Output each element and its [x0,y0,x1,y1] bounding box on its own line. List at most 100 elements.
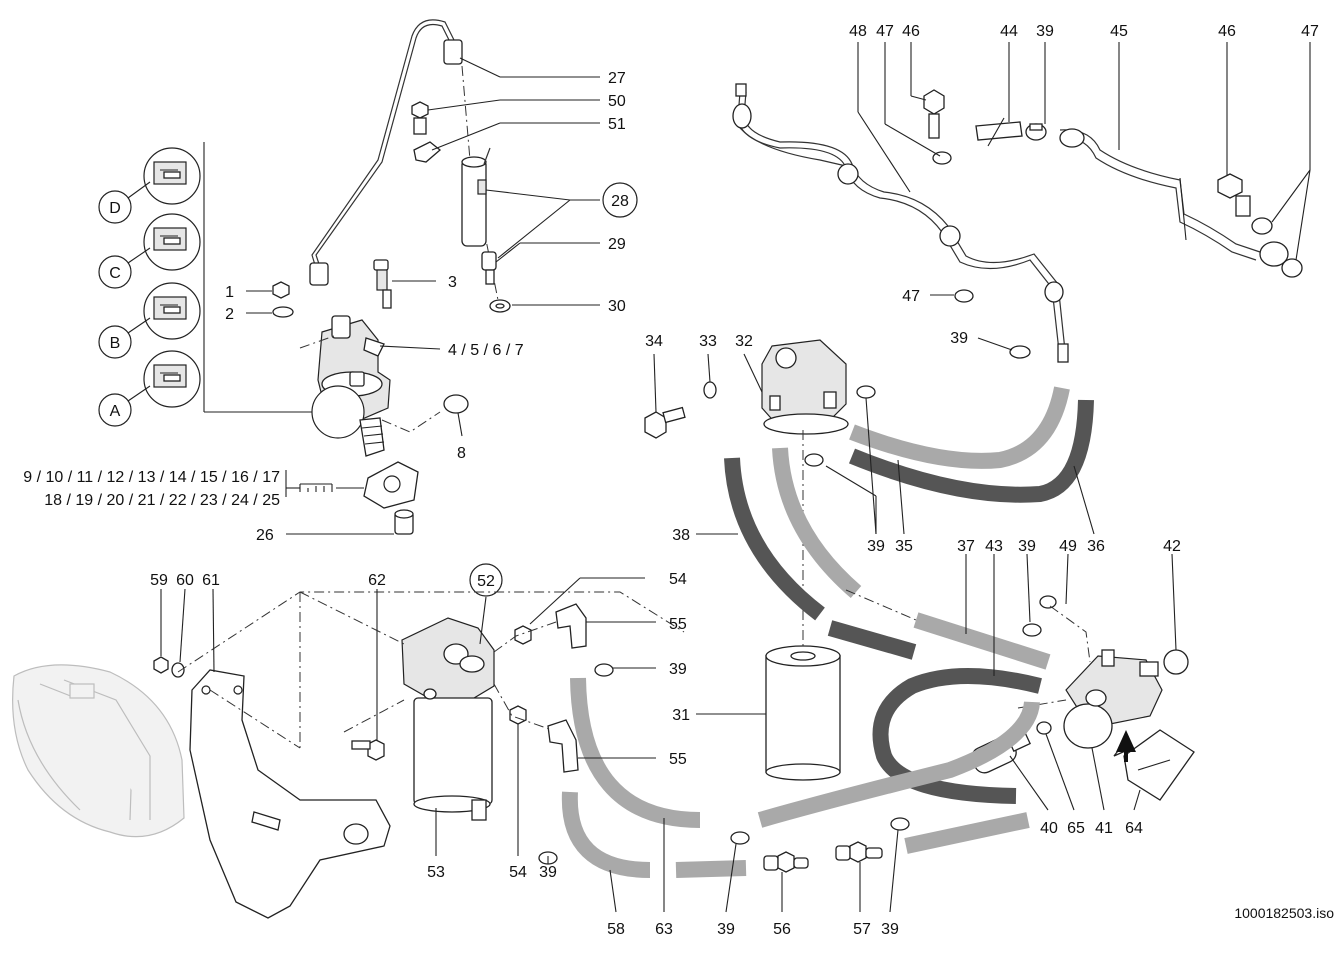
label-63: 63 [655,921,673,938]
label-36: 36 [1087,538,1105,555]
part-43-hose [872,668,1042,804]
part-54-union [509,625,532,725]
part-37-hose [913,612,1051,670]
part-46-banjo-bolt-a [923,89,945,139]
label-35: 35 [895,538,913,555]
detail-letter-d: D [109,200,121,217]
label-39-h: 39 [881,921,899,938]
part-8-o-ring [443,394,469,414]
part-28-circle [602,182,638,218]
label-56: 56 [773,921,791,938]
label-34: 34 [645,333,663,350]
label-3: 3 [448,274,457,291]
label-4-5-6-7: 4 / 5 / 6 / 7 [448,342,524,359]
high-pressure-pipe [309,19,463,286]
label-40: 40 [1040,820,1058,837]
part-63-hose [570,677,1040,828]
label-39-b: 39 [950,330,968,347]
part-51-clamp [413,141,442,163]
part-39-clip-d [1022,623,1042,637]
label-47-b: 47 [1301,23,1319,40]
part-2-washer [272,306,294,318]
part-47-washer-c [954,289,974,303]
part-52-circle [469,563,503,597]
label-59: 59 [150,572,168,589]
label-64: 64 [1125,820,1143,837]
label-58: 58 [607,921,625,938]
part-65-washer [1036,721,1052,735]
label-43: 43 [985,538,1003,555]
label-39-a: 39 [1036,23,1054,40]
part-50-bolt [411,101,429,135]
part-61-bracket [189,669,391,919]
leader-lines-left [246,57,600,535]
part-57-connector [835,841,883,863]
part-36-hose [848,399,1094,503]
label-42: 42 [1163,538,1181,555]
label-2: 2 [225,306,234,323]
part-34-bolt [644,406,686,439]
label-48: 48 [849,23,867,40]
label-39-f: 39 [539,864,557,881]
label-47-a: 47 [876,23,894,40]
part-49-clip [1039,595,1057,609]
label-41: 41 [1095,820,1113,837]
part-38b-hose [772,447,862,599]
part-45-pipe [1059,128,1261,261]
label-31: 31 [672,707,690,724]
label-8: 8 [457,445,466,462]
part-shim-gasket [363,461,419,509]
part-1-nut [272,281,290,299]
label-49: 49 [1059,538,1077,555]
label-18-25: 18 / 19 / 20 / 21 / 22 / 23 / 24 / 25 [44,492,280,509]
engine-ghost [12,664,185,838]
arrow-marker [1116,730,1136,762]
part-31-filter [765,430,841,781]
part-58-hose [561,791,747,878]
part-60-washer [171,662,185,678]
leader-lines-top-right [857,42,1311,351]
label-53: 53 [427,864,445,881]
label-55-a: 55 [669,616,687,633]
label-47-c: 47 [902,288,920,305]
label-54-b: 54 [509,864,527,881]
label-38: 38 [672,527,690,544]
label-26: 26 [256,527,274,544]
label-39-c: 39 [867,538,885,555]
label-44: 44 [1000,23,1018,40]
label-39-e: 39 [669,661,687,678]
label-1: 1 [225,284,234,301]
detail-letter-a: A [110,403,121,420]
detail-letter-c: C [109,265,121,282]
part-32-filter-head [761,339,849,435]
label-51: 51 [608,116,626,133]
part-29-nozzle [481,251,497,285]
part-35-hose [849,386,1070,469]
part-46-banjo-bolt-b [1217,173,1251,217]
callout-labels: 1 2 3 4 / 5 / 6 / 7 8 9 / 10 / 11 / 12 /… [23,23,1334,938]
part-56-connector [763,851,809,873]
label-28: 28 [611,193,629,210]
part-hose-segment [904,812,1030,854]
part-38-hose [724,457,917,660]
part-53-water-separator [401,617,495,821]
injector-column [411,65,511,313]
return-pipes [732,83,1069,363]
part-62-bolt [351,739,385,761]
label-27: 27 [608,70,626,87]
detail-a: A [98,350,201,427]
label-65: 65 [1067,820,1085,837]
label-30: 30 [608,298,626,315]
part-41-pump [1063,649,1163,749]
part-42-o-ring [1163,649,1189,675]
part-39-clips-bottom [538,663,910,865]
part-3-stud [373,259,392,309]
leader-lines-bottom [160,577,899,913]
part-59-nut [153,656,169,674]
label-57: 57 [853,921,871,938]
label-50: 50 [608,93,626,110]
part-47-washers-b [1251,217,1303,278]
part-55-elbow [547,603,587,773]
detail-bracket [203,142,318,413]
